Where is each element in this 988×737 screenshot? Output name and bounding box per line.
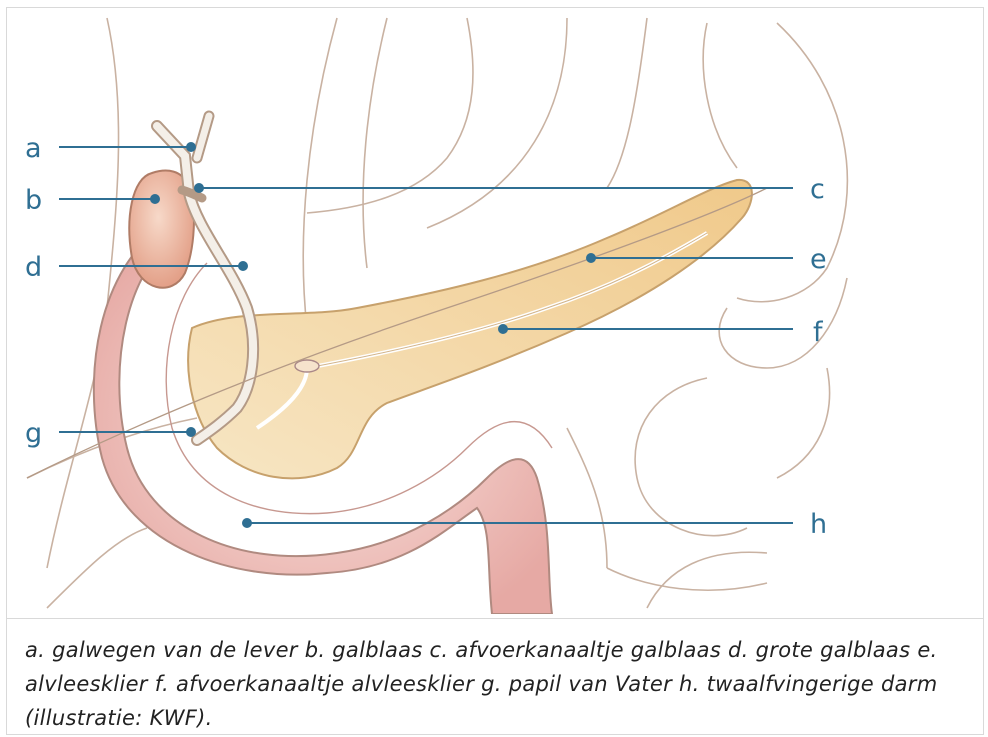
label-c: c <box>810 174 825 205</box>
label-h: h <box>810 509 827 540</box>
label-b: b <box>25 185 42 216</box>
figure-frame: a b c d e f g h a. galwegen van de lever… <box>6 7 984 735</box>
anatomy-illustration: a b c d e f g h <box>7 8 983 614</box>
label-d: d <box>25 252 42 283</box>
label-a: a <box>25 133 42 164</box>
label-f: f <box>813 317 824 348</box>
label-g: g <box>25 418 42 449</box>
anatomy-diagram-svg: a b c d e f g h <box>7 8 983 614</box>
figure-caption: a. galwegen van de lever b. galblaas c. … <box>7 618 983 735</box>
label-e: e <box>810 244 827 275</box>
